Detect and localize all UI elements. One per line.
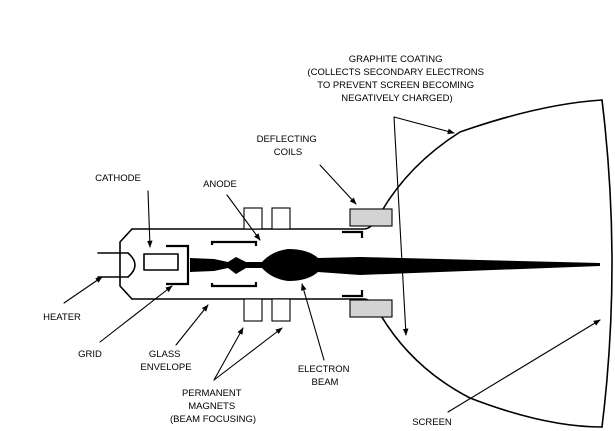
leader-screen xyxy=(447,319,601,413)
electron-beam xyxy=(190,249,600,281)
label-electron-beam: ELECTRON BEAM xyxy=(298,364,352,388)
leader-anode xyxy=(226,194,261,241)
label-glass-envelope: GLASS ENVELOPE xyxy=(140,349,191,373)
leader-graphite-right xyxy=(393,116,455,135)
label-cathode: CATHODE xyxy=(95,173,141,184)
leader-graphite-left xyxy=(393,116,409,336)
control-grid xyxy=(166,244,190,286)
leader-grid xyxy=(99,285,173,343)
anode xyxy=(210,240,258,288)
label-grid: GRID xyxy=(78,349,102,360)
label-anode: ANODE xyxy=(203,179,237,190)
deflecting-coil-top xyxy=(349,208,393,227)
leader-deflecting-coils xyxy=(319,164,357,205)
leader-cathode xyxy=(146,190,153,248)
deflecting-coil-bottom xyxy=(349,299,393,318)
screen-face xyxy=(601,99,613,428)
leader-magnet-left xyxy=(213,327,244,381)
leader-magnet-right xyxy=(213,327,283,381)
leader-electron-beam xyxy=(301,283,325,361)
label-permanent-magnets: PERMANENT MAGNETS (BEAM FOCUSING) xyxy=(170,388,256,425)
label-graphite-coating: GRAPHITE COATING (COLLECTS SECONDARY ELE… xyxy=(307,54,486,104)
leader-glass-envelope xyxy=(175,304,209,346)
label-deflecting-coils: DEFLECTING COILS xyxy=(257,134,320,158)
leader-heater xyxy=(63,276,103,304)
label-screen: SCREEN xyxy=(412,417,452,428)
heater-filament xyxy=(97,252,136,278)
label-heater: HEATER xyxy=(43,312,81,323)
graphite-coating-strips xyxy=(342,230,364,298)
cathode xyxy=(143,253,179,271)
